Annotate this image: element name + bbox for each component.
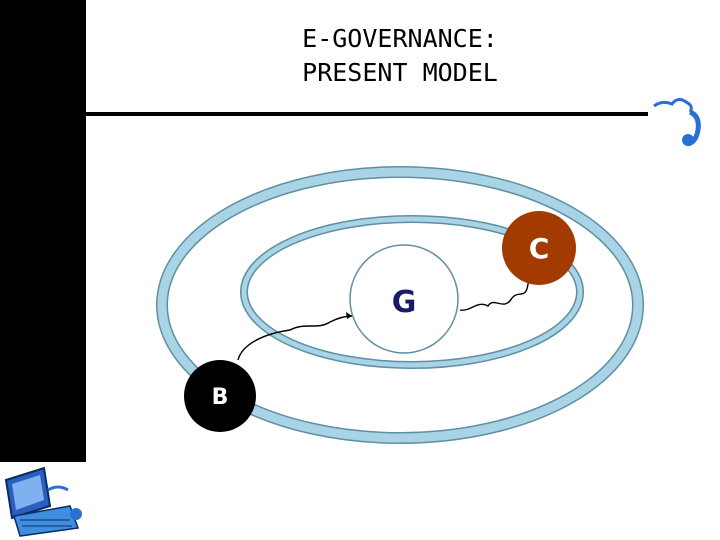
government-node: [349, 244, 459, 354]
inner-ring-fill: [241, 216, 583, 368]
government-label: G: [392, 285, 417, 320]
citizen-node: [502, 211, 576, 285]
connector-b-to-g: [237, 315, 353, 361]
business-node: [184, 360, 256, 432]
left-black-bar: [0, 0, 86, 462]
web-logo-icon: [653, 97, 701, 147]
title-underline: [86, 112, 648, 116]
title-line-2: PRESENT MODEL: [302, 58, 498, 87]
title-line-1: E-GOVERNANCE:: [302, 24, 498, 53]
computer-clipart-icon: [4, 466, 82, 537]
arrowhead-to-g: [346, 312, 352, 319]
citizen-label: C: [529, 232, 550, 265]
business-label: B: [212, 385, 229, 410]
outer-ring-fill: [157, 167, 643, 443]
slide-title: E-GOVERNANCE: PRESENT MODEL: [200, 22, 600, 90]
